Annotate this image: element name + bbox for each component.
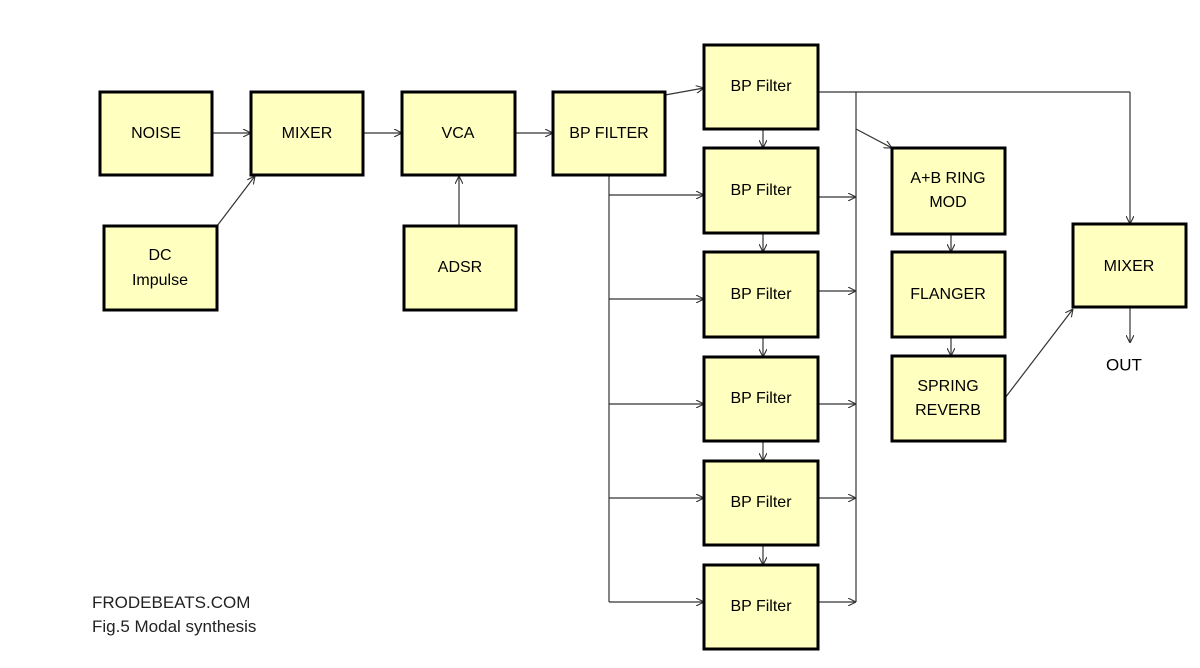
block-mixer-in: MIXER — [249, 90, 365, 177]
block-ring-mod-label-2: MOD — [929, 194, 966, 211]
block-mixer-out: MIXER — [1071, 222, 1188, 309]
block-adsr: ADSR — [402, 224, 518, 312]
block-ring-mod-label-1: A+B RING — [910, 170, 985, 187]
block-dc-impulse-label-1: DC — [148, 247, 171, 264]
wire-dc-to-mixer — [216, 176, 255, 227]
block-bp-filter-main-label: BP FILTER — [569, 125, 648, 142]
block-flanger: FLANGER — [890, 250, 1007, 339]
block-bp-filter-3-label: BP Filter — [730, 286, 792, 303]
block-bp-filter-main: BP FILTER — [551, 90, 667, 177]
block-vca: VCA — [400, 90, 517, 177]
wire-reverb-to-mixer-out — [1004, 309, 1073, 399]
block-bp-filter-5-label: BP Filter — [730, 494, 792, 511]
block-spring-reverb: SPRING REVERB — [890, 354, 1007, 443]
block-bp-filter-2: BP Filter — [702, 146, 820, 235]
block-bp-filter-2-label: BP Filter — [730, 182, 792, 199]
block-noise: NOISE — [98, 90, 214, 177]
block-bp-filter-1-label: BP Filter — [730, 78, 792, 95]
credit-site: FRODEBEATS.COM — [92, 593, 250, 612]
block-bp-filter-3: BP Filter — [702, 250, 820, 339]
block-bp-filter-6-label: BP Filter — [730, 598, 792, 615]
block-adsr-label: ADSR — [438, 259, 482, 276]
figure-caption: Fig.5 Modal synthesis — [92, 617, 256, 636]
block-spring-reverb-label-1: SPRING — [917, 378, 978, 395]
block-bp-filter-1: BP Filter — [702, 43, 820, 131]
block-ring-mod: A+B RING MOD — [890, 146, 1007, 236]
block-mixer-out-label: MIXER — [1104, 258, 1155, 275]
block-bp-filter-5: BP Filter — [702, 459, 820, 547]
block-mixer-in-label: MIXER — [282, 125, 333, 142]
wire-bpfilter-to-bank1 — [664, 88, 704, 96]
block-bp-filter-4: BP Filter — [702, 355, 820, 443]
block-flanger-label: FLANGER — [910, 286, 986, 303]
block-vca-label: VCA — [442, 125, 475, 142]
block-spring-reverb-label-2: REVERB — [915, 402, 981, 419]
block-bp-filter-4-label: BP Filter — [730, 390, 792, 407]
block-dc-impulse-label-2: Impulse — [132, 272, 188, 289]
out-label: OUT — [1106, 355, 1142, 374]
connections — [212, 88, 1130, 602]
block-bp-filter-6: BP Filter — [702, 563, 820, 651]
wire-bus-to-ringmod — [855, 128, 892, 148]
block-dc-impulse: DC Impulse — [102, 224, 219, 312]
block-noise-label: NOISE — [131, 125, 181, 142]
